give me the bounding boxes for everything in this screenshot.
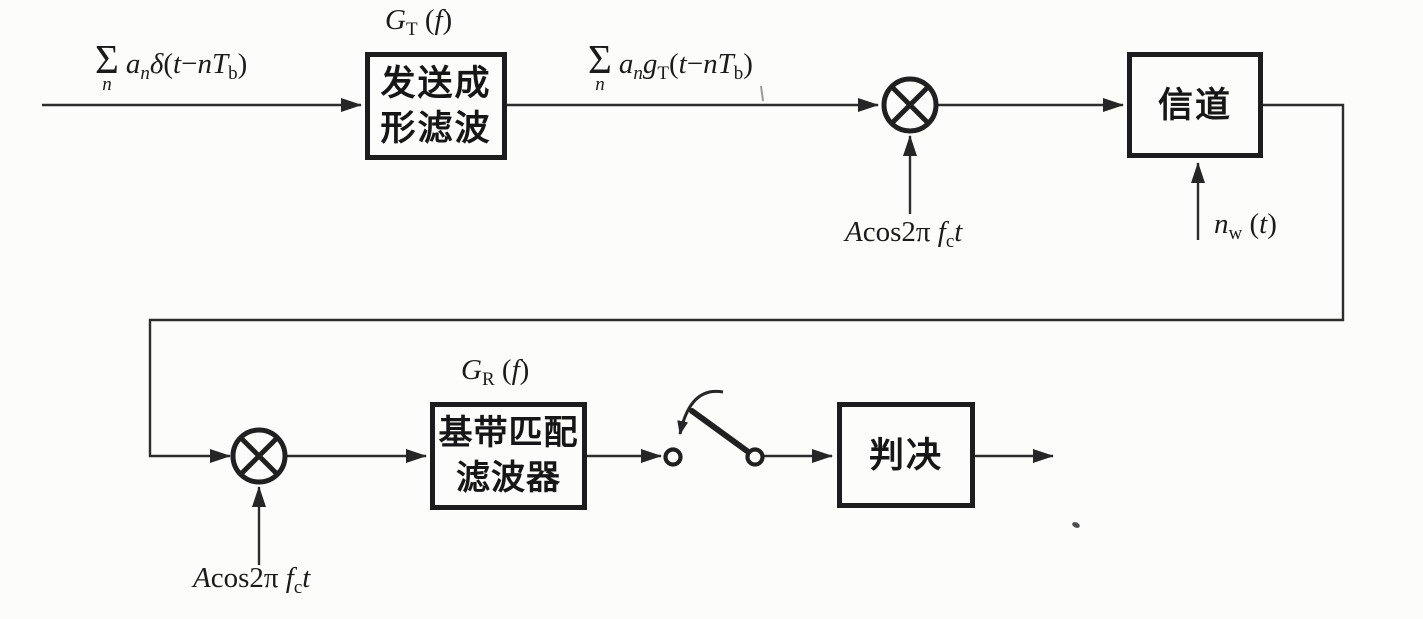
block-label-line: 判决: [868, 435, 943, 475]
sampler-left-contact: [663, 447, 683, 467]
block-label-line: 滤波器: [456, 459, 561, 497]
sampler-lever: [689, 408, 750, 454]
scan-speck: [1072, 522, 1080, 528]
block-label-line: 信道: [1157, 85, 1232, 125]
rx-mixer-cross-icon: [238, 435, 280, 477]
block-label-line: 基带匹配: [438, 414, 579, 452]
rx-filter-transfer-function-label: GR (f): [461, 354, 530, 390]
block-decision: 判决: [837, 402, 975, 508]
sampler-motion-arrow-icon: [677, 389, 724, 435]
block-label-line: 发送成: [380, 64, 492, 103]
block-channel: 信道: [1127, 52, 1263, 158]
block-label-line: 形滤波: [380, 109, 492, 148]
tx-mixer-cross-icon: [889, 84, 931, 126]
carrier-top-label: Acos2π fct: [845, 216, 963, 252]
scan-tick-artifact: [760, 85, 764, 102]
channel-feedback-path: [148, 103, 1345, 463]
block-transmit-shaping-filter: 发送成 形滤波: [365, 52, 507, 160]
block-baseband-matched-filter: 基带匹配 滤波器: [430, 402, 587, 510]
carrier-bottom-label: Acos2π fct: [193, 562, 311, 598]
sampler-right-contact: [745, 447, 765, 467]
tx-filter-transfer-function-label: GT (f): [385, 4, 453, 40]
noise-label: nw (t): [1214, 208, 1277, 244]
